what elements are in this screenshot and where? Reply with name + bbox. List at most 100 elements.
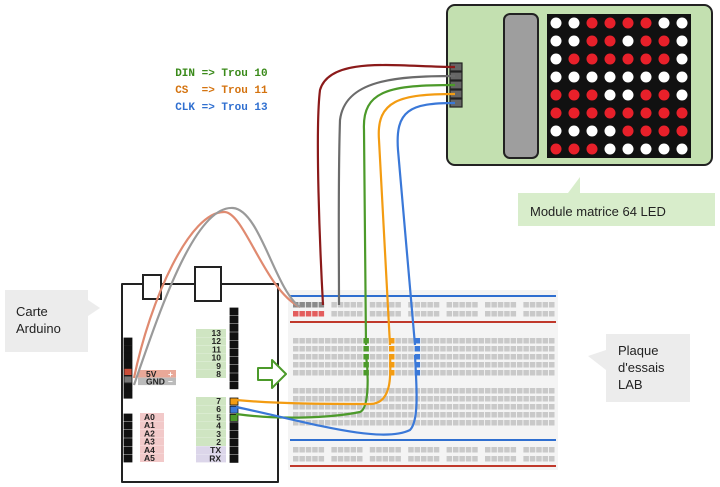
- breadboard-hole: [497, 412, 504, 418]
- breadboard-hole: [395, 354, 401, 360]
- breadboard-hole: [318, 447, 325, 453]
- breadboard-hole: [549, 420, 555, 426]
- breadboard-hole: [401, 346, 408, 352]
- breadboard-hole: [453, 354, 459, 360]
- led-dot: [676, 125, 688, 137]
- breadboard-hole: [440, 354, 446, 360]
- breadboard-hole: [549, 362, 555, 368]
- breadboard-hole: [401, 420, 408, 426]
- breadboard-hole: [305, 388, 312, 394]
- arduino-pin-digital-high: [229, 332, 239, 341]
- led-dot: [640, 125, 652, 137]
- breadboard-hole: [350, 456, 357, 462]
- breadboard-hole: [453, 346, 459, 352]
- breadboard-hole: [517, 412, 523, 418]
- arduino-pin-digital-high: [229, 315, 239, 324]
- breadboard-hole: [497, 396, 504, 402]
- breadboard-hole: [523, 404, 529, 410]
- breadboard-hole: [395, 302, 401, 308]
- breadboard-hole: [337, 404, 344, 410]
- breadboard-hole: [344, 338, 350, 344]
- breadboard-hole: [504, 346, 510, 352]
- breadboard-hole: [357, 388, 363, 394]
- breadboard-hole: [421, 456, 427, 462]
- breadboard-hole: [536, 412, 542, 418]
- breadboard-hole: [414, 420, 421, 426]
- breadboard-hole: [453, 388, 459, 394]
- breadboard-hole: [497, 420, 504, 426]
- breadboard-hole: [337, 354, 344, 360]
- breadboard-hole: [485, 447, 491, 453]
- breadboard-hole: [491, 338, 497, 344]
- breadboard-hole: [376, 456, 382, 462]
- breadboard-hole: [299, 456, 305, 462]
- led-dot: [586, 53, 598, 65]
- breadboard-hole: [421, 396, 427, 402]
- breadboard-hole: [529, 362, 536, 368]
- breadboard-hole: [465, 447, 472, 453]
- breadboard-hole: [542, 370, 549, 376]
- breadboard-hole: [293, 396, 299, 402]
- breadboard-hole: [305, 370, 312, 376]
- led-dot: [586, 143, 598, 155]
- breadboard-hole: [350, 420, 357, 426]
- led-dot: [658, 125, 670, 137]
- led-dot: [658, 71, 670, 83]
- led-dot: [586, 35, 598, 47]
- breadboard-hole: [536, 346, 542, 352]
- breadboard-hole: [459, 420, 465, 426]
- breadboard-hole: [433, 302, 440, 308]
- arduino-pin-analog: [123, 421, 133, 430]
- breadboard-hole: [350, 346, 357, 352]
- power-label-bg: [138, 377, 176, 386]
- breadboard-hole: [318, 456, 325, 462]
- breadboard-hole: [408, 396, 414, 402]
- breadboard-hole: [542, 396, 549, 402]
- code-line-clk: CLK => Trou 13: [162, 90, 267, 114]
- breadboard-hole: [312, 302, 318, 308]
- breadboard-hole: [465, 456, 472, 462]
- breadboard-hole: [331, 456, 337, 462]
- breadboard-hole: [440, 396, 446, 402]
- breadboard-hole: [395, 346, 401, 352]
- wire-cs-arduino: [235, 354, 392, 406]
- breadboard-hole: [510, 311, 517, 317]
- breadboard-hole: [293, 370, 299, 376]
- breadboard-hole: [427, 338, 433, 344]
- breadboard-hole: [491, 362, 497, 368]
- breadboard-hole: [453, 338, 459, 344]
- led-dot: [658, 143, 670, 155]
- led-dot: [568, 35, 580, 47]
- breadboard-hole: [465, 370, 472, 376]
- arduino-pin-power: [123, 337, 133, 346]
- digital-label-bg: [196, 345, 226, 354]
- breadboard-hole: [427, 388, 433, 394]
- breadboard-hole: [395, 456, 401, 462]
- arduino-pin-power: [123, 360, 133, 369]
- plaque-label-line1: Plaque: [618, 343, 659, 358]
- breadboard-hole: [542, 447, 549, 453]
- breadboard-hole: [312, 338, 318, 344]
- breadboard-hole: [472, 302, 478, 308]
- led-dot: [568, 53, 580, 65]
- led-dot: [676, 17, 688, 29]
- breadboard-hole: [369, 447, 376, 453]
- breadboard-hole: [350, 354, 357, 360]
- breadboard-hole: [312, 311, 318, 317]
- breadboard-hole: [414, 456, 421, 462]
- arduino-pin-analog: [123, 446, 133, 455]
- breadboard-hole: [542, 346, 549, 352]
- breadboard-hole: [382, 311, 389, 317]
- breadboard-hole: [472, 370, 478, 376]
- breadboard-hole: [549, 311, 555, 317]
- breadboard-hole: [331, 420, 337, 426]
- breadboard-hole: [478, 396, 485, 402]
- arduino-pin-analog: [123, 454, 133, 463]
- breadboard-hole: [369, 354, 376, 360]
- breadboard-hole: [523, 412, 529, 418]
- breadboard-hole: [510, 404, 517, 410]
- breadboard-hole: [408, 388, 414, 394]
- breadboard-hole: [344, 311, 350, 317]
- breadboard-hole: [318, 346, 325, 352]
- breadboard-hole: [446, 420, 453, 426]
